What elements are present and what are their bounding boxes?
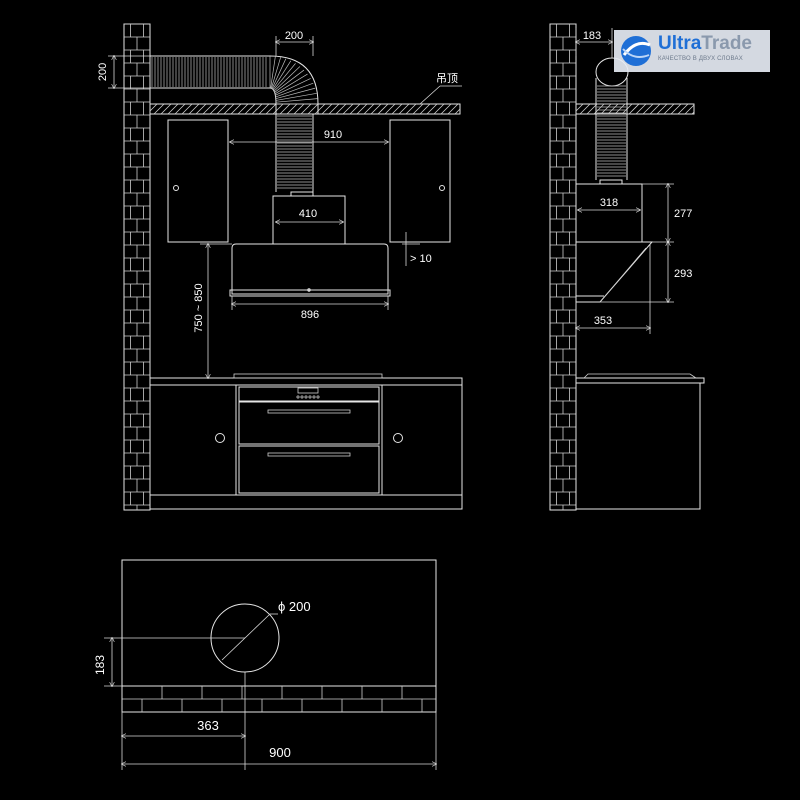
dim-duct-width: 200 (285, 30, 303, 42)
wall-cabinet-left (167, 119, 229, 243)
front-dimensions (108, 36, 462, 378)
dim-total-width: 900 (269, 745, 291, 760)
dim-clearance: > 10 (410, 253, 432, 265)
dim-hole-depth: 183 (93, 655, 107, 675)
dim-panel-depth: 353 (594, 315, 612, 327)
front-brick-wall (123, 23, 151, 511)
front-duct-vertical (275, 114, 314, 192)
dim-cabinet-gap: 910 (324, 129, 342, 141)
side-brick-wall (549, 23, 577, 511)
brand-logo: UltraTrade КАЧЕСТВО В ДВУХ СЛОВАХ (614, 30, 770, 72)
base-cabinet (149, 373, 463, 510)
plan-dimensions (104, 638, 436, 770)
logo-name-part1: Ultra (658, 33, 702, 54)
front-duct-horizontal (150, 55, 319, 114)
dim-hood-width: 896 (301, 309, 319, 321)
dim-box-height: 277 (674, 208, 692, 220)
side-view: 183 318 277 293 353 (549, 23, 705, 511)
plan-brick-wall (121, 685, 437, 713)
front-view: 200 200 吊顶 910 410 > 10 750 ~ 850 896 (97, 23, 463, 511)
front-ceiling (149, 103, 461, 115)
side-ceiling (575, 103, 695, 115)
dim-panel-height: 293 (674, 268, 692, 280)
dim-box-depth: 318 (600, 197, 618, 209)
dim-hole-diameter: ϕ 200 (278, 599, 311, 614)
logo-name: UltraTrade (658, 33, 752, 55)
range-hood-front (229, 191, 391, 297)
side-duct (595, 57, 629, 185)
side-dimensions (576, 28, 674, 334)
plan-view: ϕ 200 183 363 900 (93, 559, 437, 770)
logo-tagline: КАЧЕСТВО В ДВУХ СЛОВАХ (658, 56, 743, 62)
ceiling-label: 吊顶 (436, 72, 458, 85)
logo-name-part2: Trade (701, 33, 752, 54)
dim-duct-offset: 183 (583, 30, 601, 42)
dim-install-height: 750 ~ 850 (193, 283, 205, 332)
globe-swirl-icon (621, 36, 651, 66)
dim-hood-top: 410 (299, 208, 317, 220)
side-base-cabinet (575, 373, 705, 510)
dim-duct-height: 200 (97, 63, 109, 81)
dim-hole-offset: 363 (197, 718, 219, 733)
wall-cabinet-right (389, 119, 451, 243)
